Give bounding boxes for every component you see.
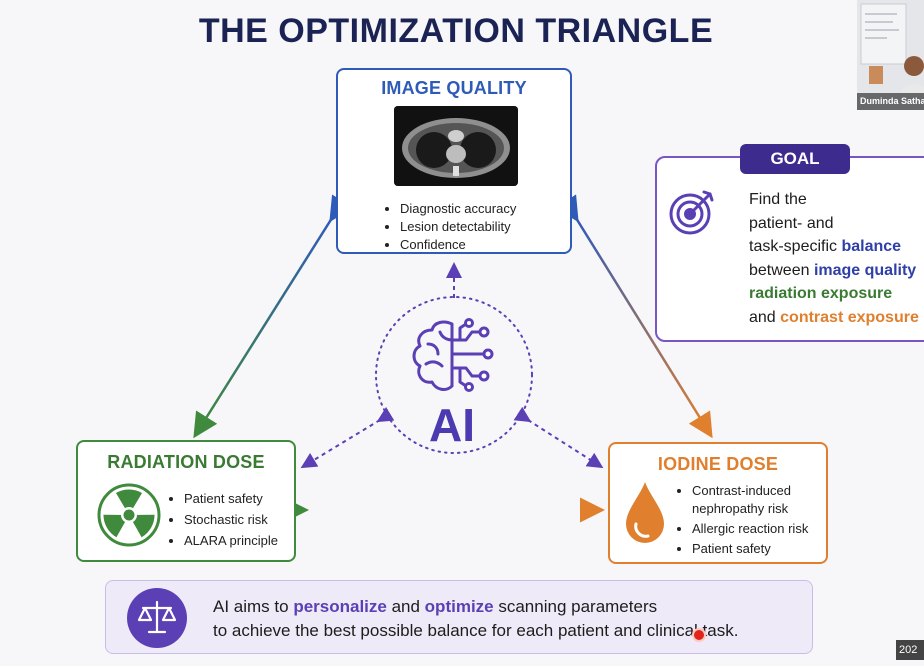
goal-badge: GOAL <box>740 144 850 174</box>
list-item: Allergic reaction risk <box>692 520 838 538</box>
summary-highlight-personalize: personalize <box>293 597 387 616</box>
image-quality-box: IMAGE QUALITY Diagnostic accuracy Lesion… <box>336 68 572 254</box>
radiation-dose-title: RADIATION DOSE <box>107 452 265 472</box>
goal-text: Find the patient- and task-specific bala… <box>749 188 924 329</box>
summary-line-2: to achieve the best possible balance for… <box>213 621 739 640</box>
goal-highlight-contrast: contrast exposure <box>780 308 919 326</box>
summary-segment: AI aims to <box>213 597 294 616</box>
dashed-arrow-ai-iodine <box>513 406 604 469</box>
list-item: Confidence <box>400 236 516 254</box>
arrow-iq-radiation <box>193 194 354 439</box>
ct-monitor-icon <box>394 106 518 186</box>
list-item: Patient safety <box>692 540 838 558</box>
cursor-pointer-dot <box>692 628 706 642</box>
brain-circuit-icon <box>412 318 494 392</box>
list-item: Stochastic risk <box>184 509 278 530</box>
summary-banner <box>105 580 813 654</box>
page-title: THE OPTIMIZATION TRIANGLE <box>198 12 714 50</box>
summary-segment: and <box>386 597 425 616</box>
list-item: ALARA principle <box>184 530 278 551</box>
arrow-iq-iodine <box>554 194 713 439</box>
target-icon <box>669 190 714 235</box>
goal-highlight-image-quality: image quality <box>813 261 917 279</box>
goal-highlight-radiation: radiation exposure <box>749 285 893 302</box>
goal-line: and <box>749 308 781 326</box>
goal-line: Find the <box>749 191 807 208</box>
summary-highlight-optimize: optimize <box>424 597 494 616</box>
participant-video[interactable] <box>857 0 924 110</box>
list-item: Lesion detectability <box>400 218 516 236</box>
iodine-dose-title: IODINE DOSE <box>657 454 779 474</box>
list-item: Patient safety <box>184 488 278 509</box>
timestamp-badge: 202 <box>896 640 924 660</box>
scales-icon <box>127 588 187 648</box>
list-item: Diagnostic accuracy <box>400 200 516 218</box>
goal-highlight-balance: balance <box>841 238 902 255</box>
goal-line: patient- and <box>749 214 834 232</box>
ai-dotted-circle <box>375 296 533 454</box>
drop-icon <box>626 482 664 543</box>
iodine-dose-box: IODINE DOSE Contrast-induced nephropathy… <box>608 442 828 564</box>
summary-text: AI aims to personalize and optimize scan… <box>213 595 813 643</box>
participant-name: Duminda Satha <box>857 93 924 110</box>
goal-line: task-specific <box>749 238 842 255</box>
goal-line: between <box>749 261 814 279</box>
list-item: Contrast-induced nephropathy risk <box>692 482 838 518</box>
dashed-arrow-ai-radiation <box>300 406 395 469</box>
radiation-dose-box: RADIATION DOSE Patient safety Stochastic… <box>76 440 296 562</box>
summary-segment: scanning parameters <box>493 597 658 616</box>
ai-label: AI <box>429 399 475 451</box>
image-quality-title: IMAGE QUALITY <box>381 78 527 98</box>
radiation-icon <box>97 483 161 547</box>
